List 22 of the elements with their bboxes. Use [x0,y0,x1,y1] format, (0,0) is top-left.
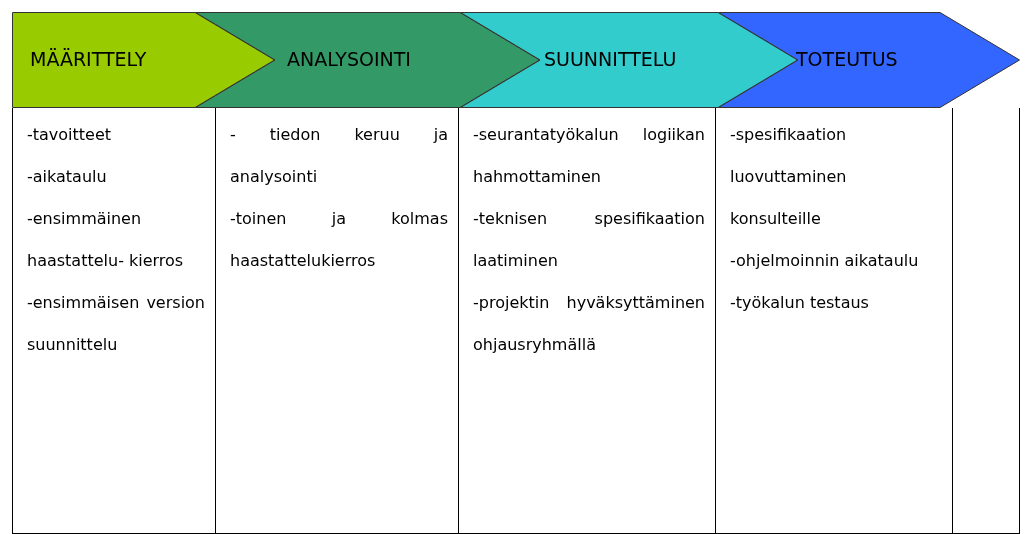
list-item: -ensimmäinen haastattelu- kierros [27,208,185,272]
table-column [12,108,216,534]
list-item: - tiedon keruu ja analysointi [230,124,448,188]
list-item: -tavoitteet [27,124,113,146]
list-item: -seurantatyökalun logiikan hahmottaminen [473,124,705,188]
stage-header [460,12,798,108]
list-item: -spesifikaation luovuttaminen konsulteille [730,124,848,230]
list-item: -ohjelmoinnin aikataulu [730,250,920,272]
stage-header [195,12,540,108]
stage-header [12,12,275,108]
list-item: -teknisen spesifikaation laatiminen [473,208,705,272]
stage-title: ANALYSOINTI [287,48,411,70]
list-item: -aikataulu [27,166,108,188]
stage-header [718,12,1020,108]
list-item: -ensimmäisen version suunnittelu [27,292,205,356]
stage-title: MÄÄRITTELY [30,48,147,70]
stage-title: SUUNNITTELU [544,48,677,70]
stage-title: TOTEUTUS [796,48,898,70]
list-item: -projektin hyväksyttäminen ohjausryhmällä [473,292,705,356]
list-item: -toinen ja kolmas haastattelukierros [230,208,448,272]
table-column [952,108,1020,534]
list-item: -työkalun testaus [730,292,870,314]
